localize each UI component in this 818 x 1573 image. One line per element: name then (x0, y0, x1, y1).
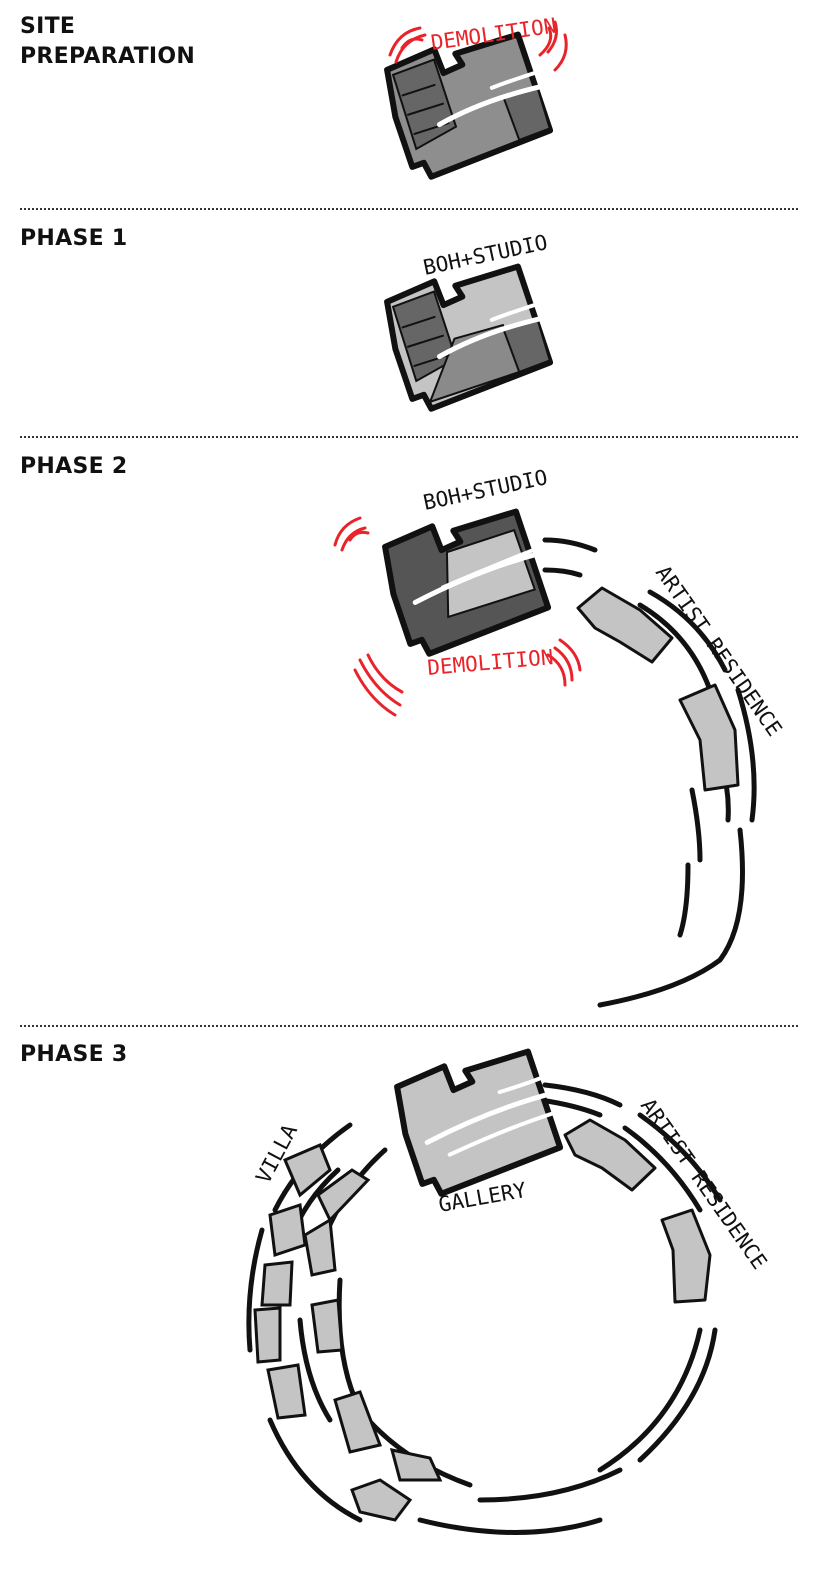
demolition-marks (388, 20, 568, 72)
phase-title-phase-3: PHASE 3 (20, 1042, 128, 1067)
boh-studio-label: BOH+STUDIO (421, 465, 550, 515)
section-divider (20, 436, 798, 438)
phase-title-line-2: PREPARATION (20, 44, 196, 69)
section-divider (20, 208, 798, 210)
phase1-building (385, 264, 556, 413)
villa-units (253, 1143, 443, 1522)
gallery-building (395, 1048, 569, 1198)
artist-residence-units (576, 586, 740, 792)
phase-title-site-preparation: SITE PREPARATION (20, 12, 195, 72)
boh-studio-label: BOH+STUDIO (421, 230, 550, 280)
phase-title-line-1: SITE (20, 14, 76, 39)
phase2-building (383, 508, 557, 658)
section-divider (20, 1025, 798, 1027)
phase-title-phase-2: PHASE 2 (20, 454, 128, 479)
site-prep-building (385, 32, 556, 181)
demolition-marks (333, 516, 582, 717)
artist-residence-units (563, 1118, 712, 1304)
phase-title-phase-1: PHASE 1 (20, 226, 128, 251)
phase2-ring-arcs (542, 537, 757, 1008)
